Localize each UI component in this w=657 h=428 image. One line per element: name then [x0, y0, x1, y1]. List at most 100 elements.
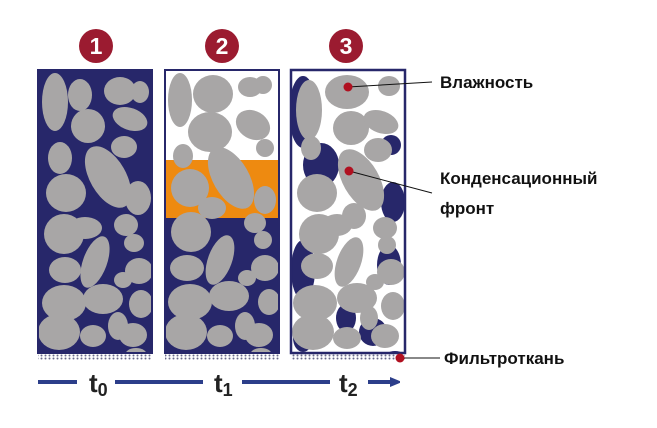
badge-2: 2	[205, 29, 239, 63]
column-2	[164, 69, 280, 354]
column-2-particle-1	[168, 73, 192, 127]
column-2-particle-12	[254, 186, 276, 214]
column-2-particle-5	[188, 112, 232, 152]
column-1	[37, 69, 153, 354]
column-2-particle-13	[171, 212, 211, 252]
column-3-liquid-patch-4	[381, 182, 405, 222]
badge-1: 1	[79, 29, 113, 63]
column-2-particle-25	[207, 325, 233, 347]
column-1-particle-14	[114, 214, 138, 236]
badge-1-number: 1	[90, 33, 103, 59]
column-2-particle-16	[170, 255, 204, 281]
column-1-particle-13	[44, 214, 84, 254]
column-3-particle-1	[296, 80, 322, 140]
column-1-particle-3	[104, 77, 136, 105]
column-3-particle-25	[360, 306, 378, 330]
column-3-particle-8	[337, 149, 385, 211]
column-3-particle-16	[334, 237, 364, 287]
column-1-particle-23	[38, 314, 80, 350]
column-2-particle-22	[258, 289, 279, 315]
column-3-particle-9	[297, 174, 337, 212]
condensation-front-label-line1: Конденсационный	[440, 169, 598, 188]
column-2-particle-21	[209, 281, 249, 311]
column-2-particles	[165, 73, 279, 353]
column-1-particle-6	[112, 106, 148, 132]
column-1-particle-17	[80, 236, 110, 288]
column-2-particle-2	[193, 75, 233, 113]
column-3-particle-21	[381, 292, 405, 320]
column-1-particle-26	[119, 323, 147, 347]
column-1-particle-15	[124, 234, 144, 252]
column-3-particle-13	[373, 217, 397, 239]
front-callout	[344, 166, 433, 194]
time-label-2: t2	[339, 368, 358, 400]
column-3-particle-2	[325, 75, 369, 109]
column-3-particle-7	[364, 138, 392, 162]
moisture-callout	[343, 81, 433, 92]
column-2-particle-10	[171, 169, 209, 207]
column-3-particle-14	[378, 236, 396, 254]
moisture-label: Влажность	[440, 73, 534, 92]
column-1-particle-18	[125, 258, 152, 284]
column-2-particle-4	[254, 76, 272, 94]
column-2-particle-20	[168, 284, 212, 320]
badge-3-number: 3	[340, 33, 353, 59]
column-3-particle-17	[377, 259, 405, 285]
column-3-particle-6	[301, 136, 321, 160]
column-3	[289, 68, 407, 355]
column-3-particle-15	[301, 253, 333, 279]
column-2-particle-11	[198, 197, 226, 219]
column-2-frame	[164, 69, 280, 354]
column-1-frame	[37, 69, 153, 354]
column-3-particle-23	[333, 327, 361, 349]
column-2-particle-14	[244, 213, 266, 233]
column-1-particle-16	[49, 257, 81, 283]
column-1-particle-21	[83, 284, 123, 314]
column-1-particle-5	[71, 109, 105, 143]
filter-cloth-label: Фильтроткань	[444, 349, 565, 368]
column-3-particles	[292, 75, 405, 353]
badge-2-number: 2	[216, 33, 229, 59]
column-3-particle-20	[337, 283, 377, 313]
column-3-particle-3	[378, 76, 400, 96]
column-1-particle-8	[111, 136, 137, 158]
column-3-particle-18	[366, 274, 384, 290]
column-2-particle-27	[250, 348, 272, 353]
filter-cloth-2	[165, 354, 279, 360]
column-2-particle-7	[173, 144, 193, 168]
column-2-particle-19	[238, 270, 256, 286]
column-3-particle-22	[292, 314, 334, 350]
column-2-particle-8	[256, 139, 274, 157]
column-1-particle-4	[131, 81, 149, 103]
condensation-front-label-line2: фронт	[440, 199, 495, 218]
column-1-particle-19	[114, 272, 132, 288]
column-2-particle-17	[205, 235, 235, 285]
column-1-particle-2	[68, 79, 92, 111]
column-2-particle-18	[251, 255, 279, 281]
time-label-0: t0	[89, 368, 108, 400]
column-3-particle-12	[342, 203, 366, 229]
column-1-particle-20	[42, 285, 86, 321]
filter-callout	[395, 353, 440, 363]
column-1-particle-27	[125, 348, 147, 353]
column-2-particle-26	[245, 323, 273, 347]
filter-cloth-3	[291, 354, 405, 360]
column-3-particle-19	[293, 285, 337, 321]
column-3-particle-4	[333, 111, 369, 145]
column-1-particle-25	[80, 325, 106, 347]
column-2-particle-9	[207, 147, 255, 209]
column-1-particle-22	[129, 290, 152, 318]
column-1-particle-9	[84, 146, 132, 208]
column-3-particle-24	[371, 324, 399, 348]
column-3-particle-11	[299, 214, 339, 254]
column-1-particle-1	[42, 73, 68, 131]
column-2-particle-6	[235, 109, 271, 141]
column-1-particle-12	[125, 181, 151, 215]
column-2-particle-23	[165, 314, 207, 350]
column-3-particle-5	[363, 109, 399, 135]
column-1-particle-10	[46, 174, 86, 212]
column-2-particle-15	[254, 231, 272, 249]
column-1-particles	[38, 73, 152, 353]
time-label-1: t1	[214, 368, 233, 400]
